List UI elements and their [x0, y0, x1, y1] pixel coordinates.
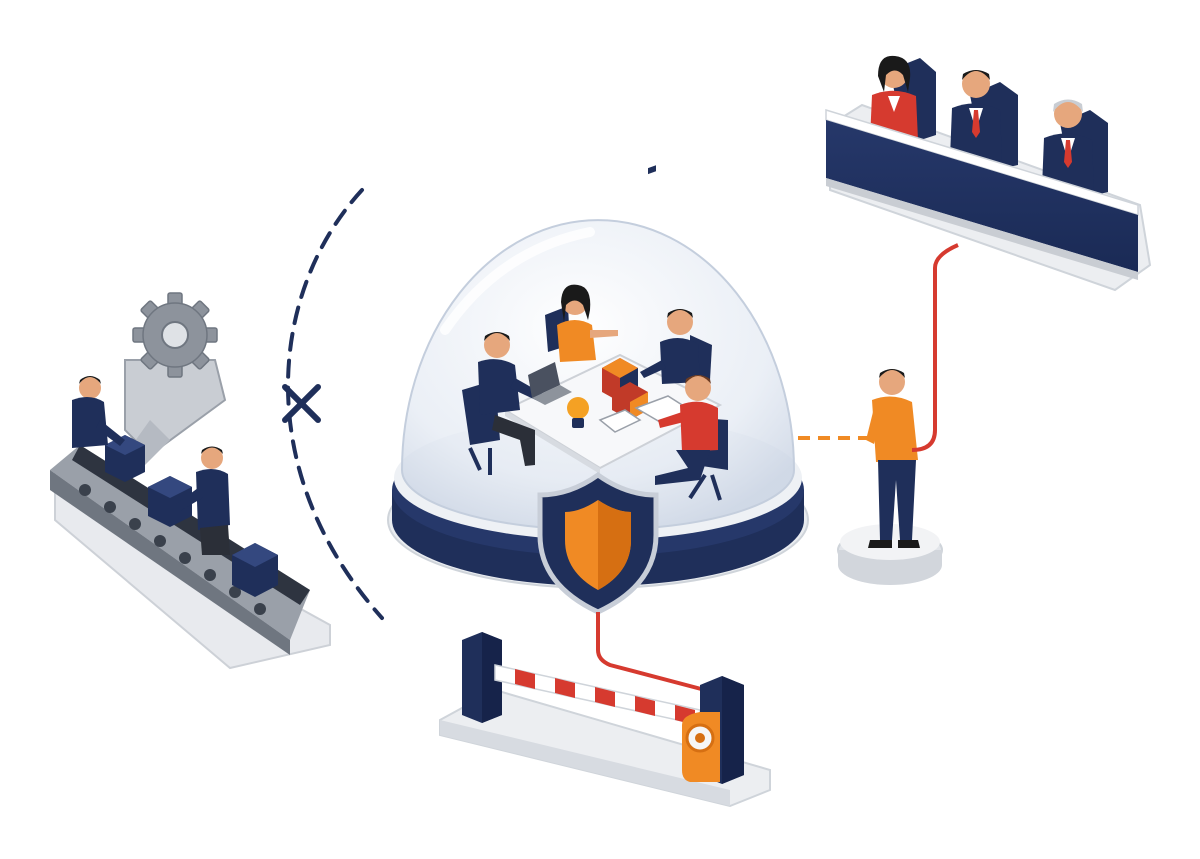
person-woman: [545, 284, 618, 362]
worker-figure: [72, 376, 125, 448]
person-standing-icon: [837, 369, 943, 585]
panelist-man: [950, 70, 1002, 160]
gear-icon: [132, 292, 218, 378]
connector-line: [911, 243, 959, 452]
lightbulb-icon: [567, 397, 589, 428]
person-red-shirt: [655, 375, 728, 501]
shield-icon: [537, 471, 659, 615]
box: [232, 543, 278, 597]
panel-bench-icon: [825, 55, 1152, 292]
x-mark-icon: [282, 384, 321, 423]
connector-line: [596, 612, 706, 692]
box: [105, 435, 145, 482]
panelist-elder: [1042, 99, 1094, 190]
person-laptop: [462, 332, 572, 475]
person-man: [640, 309, 712, 384]
box: [148, 476, 192, 527]
worker-figure: [175, 446, 230, 555]
conveyor-belt-icon: [50, 359, 331, 670]
separation-arc: [282, 188, 384, 620]
barrier-gate-icon: [439, 632, 771, 808]
